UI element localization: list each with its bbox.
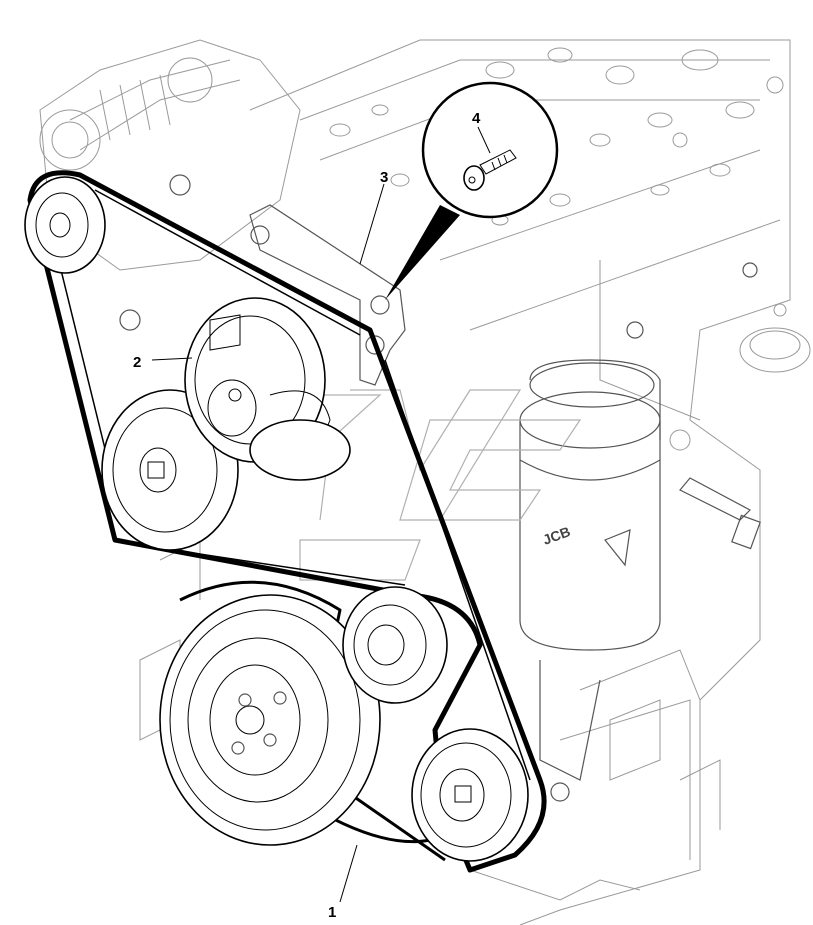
crankshaft-pulley [159,594,381,846]
callout-1: 1 [328,904,336,921]
callout-2: 2 [133,354,141,371]
bolt-icon [463,149,517,191]
alternator-pulley [24,176,106,274]
leader-lines [151,183,385,903]
bolt-detail-inset [385,81,559,300]
water-pump-pulley [342,586,448,704]
belt-tensioner [184,297,351,481]
callout-3: 3 [380,169,388,186]
idler-pulley [411,728,529,862]
callout-4: 4 [472,110,481,127]
svg-text:JCB: JCB [541,523,573,548]
